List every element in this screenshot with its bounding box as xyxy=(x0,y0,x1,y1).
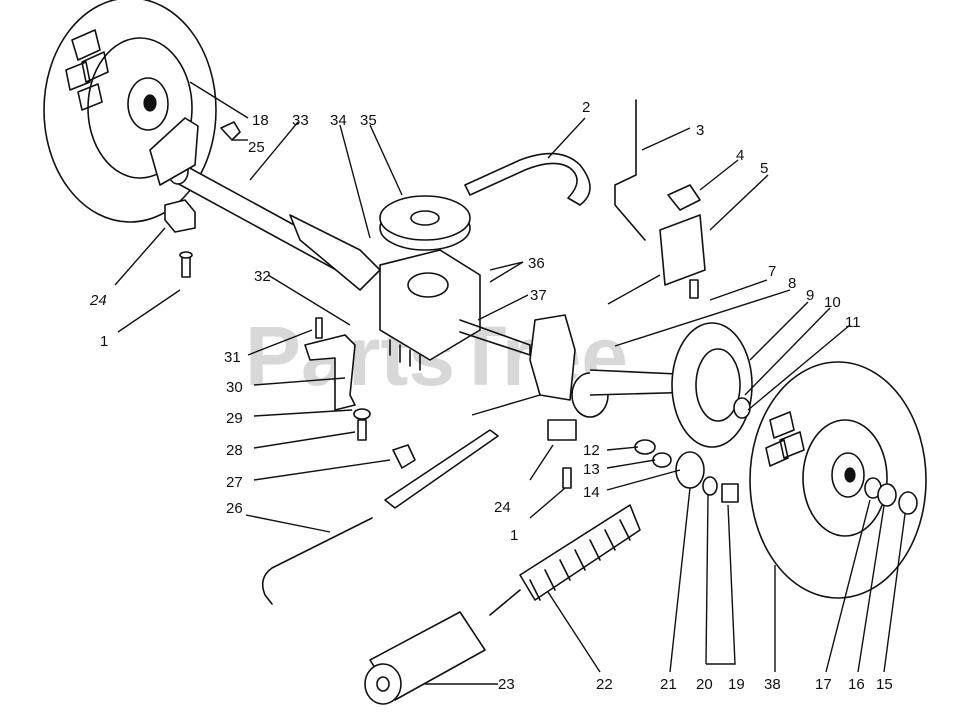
label-34: 34 xyxy=(330,112,347,129)
label-35: 35 xyxy=(360,112,377,129)
label-30: 30 xyxy=(226,379,243,396)
label-9: 9 xyxy=(806,287,814,304)
drive-belt xyxy=(464,152,591,206)
label-36: 36 xyxy=(528,255,545,272)
leader-lines xyxy=(114,81,906,685)
label-26: 26 xyxy=(226,500,243,517)
label-32: 32 xyxy=(254,268,271,285)
label-8: 8 xyxy=(788,275,796,292)
label-18: 18 xyxy=(252,112,269,129)
shift-rod xyxy=(614,99,706,299)
label-24-right: 24 xyxy=(494,499,511,516)
label-25: 25 xyxy=(248,139,265,156)
label-1-right: 1 xyxy=(510,527,518,544)
lever-rod xyxy=(384,429,499,509)
label-3: 3 xyxy=(696,122,704,139)
label-17: 17 xyxy=(815,676,832,693)
label-10: 10 xyxy=(824,294,841,311)
label-24-left: 24 xyxy=(89,292,107,309)
part-labels: 18 25 33 34 35 2 3 4 5 36 37 32 7 8 9 10… xyxy=(89,99,893,693)
label-31: 31 xyxy=(224,349,241,366)
label-14: 14 xyxy=(583,484,600,501)
label-2: 2 xyxy=(582,99,590,116)
label-28: 28 xyxy=(226,442,243,459)
label-19: 19 xyxy=(728,676,745,693)
label-15: 15 xyxy=(876,676,893,693)
label-38: 38 xyxy=(764,676,781,693)
handle-rod xyxy=(261,517,373,605)
label-4: 4 xyxy=(736,147,744,164)
axle-tube xyxy=(149,117,341,273)
drive-cup xyxy=(671,322,753,448)
label-27: 27 xyxy=(226,474,243,491)
label-16: 16 xyxy=(848,676,865,693)
label-20: 20 xyxy=(696,676,713,693)
bracket-24-left xyxy=(164,121,241,278)
label-1-left: 1 xyxy=(100,333,108,350)
label-5: 5 xyxy=(760,160,768,177)
label-21: 21 xyxy=(660,676,677,693)
washers-gears xyxy=(634,439,739,503)
label-29: 29 xyxy=(226,410,243,427)
label-22: 22 xyxy=(596,676,613,693)
spring xyxy=(489,504,641,616)
right-wheel xyxy=(749,361,927,599)
label-11: 11 xyxy=(845,314,861,331)
label-7: 7 xyxy=(768,263,776,280)
label-13: 13 xyxy=(583,461,600,478)
label-37: 37 xyxy=(530,287,547,304)
label-12: 12 xyxy=(583,442,600,459)
label-33: 33 xyxy=(292,112,309,129)
label-23: 23 xyxy=(498,676,515,693)
pulley xyxy=(379,195,471,251)
handle-grip xyxy=(364,611,486,705)
transmission xyxy=(289,214,531,371)
mounting-bracket xyxy=(304,317,371,441)
